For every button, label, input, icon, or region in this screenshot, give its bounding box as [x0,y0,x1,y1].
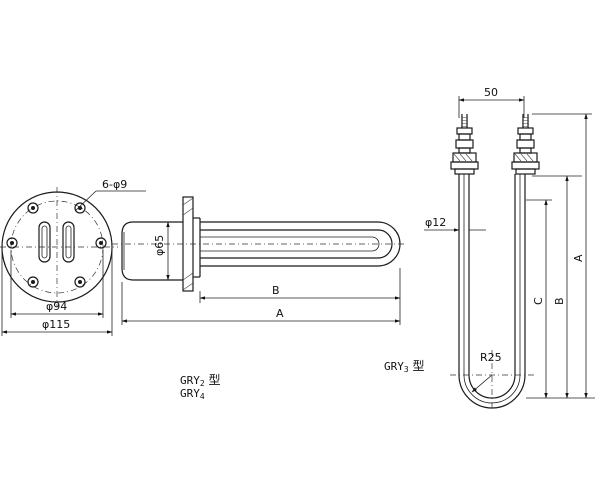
right-terminal [511,114,540,175]
model-gry3: GRY3 型 [384,359,425,374]
inner-diameter-label: φ94 [46,300,67,313]
model-label-gry2-gry4: GRY2 型 GRY4 [180,373,221,401]
dim-b-label: B [272,284,280,297]
tube-diameter-label: φ12 [425,216,446,229]
flange-front-view: 6-φ9 φ94 φ115 [0,178,146,336]
terminal-slots [38,221,75,263]
body-diameter-label: φ65 [153,235,166,256]
radius-label: R25 [480,351,502,364]
dim-a-label-u: A [572,254,585,262]
spacing-label: 50 [484,86,498,99]
heater-side-view: φ65 B A [112,196,405,325]
dim-b-label-u: B [553,297,566,305]
hole-note: 6-φ9 [102,178,127,191]
u-tube-view: 50 [424,86,595,410]
outer-diameter-label: φ115 [42,318,70,331]
dim-c-label: C [532,297,545,305]
model-gry2: GRY2 型 [180,373,221,388]
bolt-holes [6,202,107,288]
model-label-gry3: GRY3 型 [384,359,425,374]
model-gry4: GRY4 [180,387,205,401]
left-terminal [450,114,479,175]
dim-a-label: A [276,307,284,320]
